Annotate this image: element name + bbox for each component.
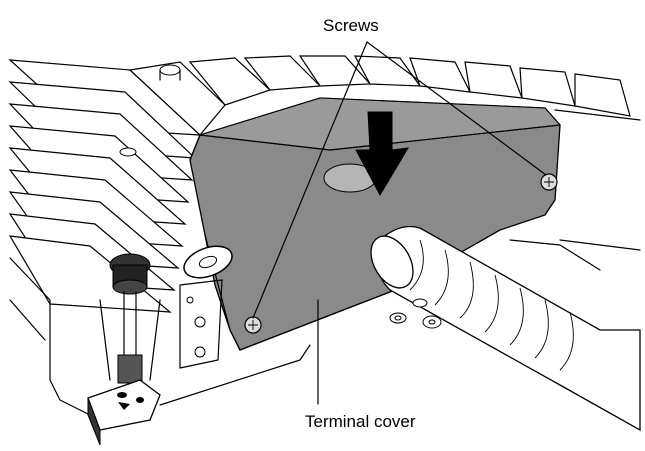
cap-boss [119,64,181,157]
down-arrow-icon [355,111,409,197]
screws-leader-lines [252,41,547,319]
washers [389,298,442,329]
screws-label: Screws [323,16,379,35]
screw-right [540,173,558,191]
locking-handle [99,253,161,384]
heatsink-fins-left [8,59,311,421]
latch-block [87,379,161,446]
heatsink-fins-top [128,55,641,271]
lock-bracket [179,245,233,369]
flexible-conduit [370,225,641,432]
screw-left [244,316,262,334]
terminal-cover-label: Terminal cover [305,412,416,431]
